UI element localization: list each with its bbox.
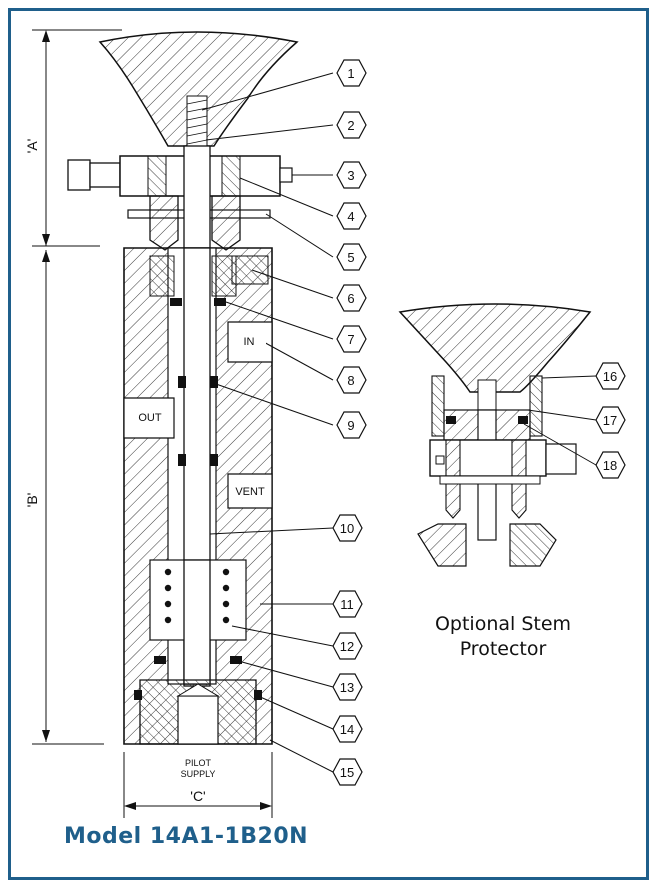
callout-7: 7: [347, 332, 354, 347]
callout-5: 5: [347, 250, 354, 265]
callout-9: 9: [347, 418, 354, 433]
optional-caption: Optional Stem Protector: [418, 612, 588, 662]
protector-sleeve-right: [529, 375, 543, 437]
dimension-c-label: 'C': [190, 788, 205, 804]
callout-1: 1: [347, 66, 354, 81]
port-label-out: OUT: [138, 412, 162, 424]
callout-hexagons: [332, 59, 626, 786]
callout-8: 8: [347, 373, 354, 388]
model-title: Model 14A1-1B20N: [64, 824, 309, 849]
optional-caption-line1: Optional Stem: [434, 613, 572, 635]
dimension-b-label: 'B': [24, 493, 40, 508]
callout-3: 3: [347, 168, 354, 183]
callout-16: 16: [603, 369, 617, 384]
dimension-lines: [32, 29, 273, 818]
plug-6: [231, 255, 269, 285]
callout-17: 17: [603, 413, 617, 428]
callout-2: 2: [347, 118, 354, 133]
dimension-a-label: 'A': [24, 139, 40, 154]
port-label-in: IN: [244, 336, 255, 348]
main-knob: [98, 31, 299, 147]
lock-handle: [67, 159, 91, 191]
callout-leaders: [201, 72, 597, 773]
callout-4: 4: [347, 209, 354, 224]
callout-14: 14: [340, 722, 354, 737]
port-label-supply: SUPPLY: [181, 769, 216, 779]
callout-18: 18: [603, 458, 617, 473]
callout-10: 10: [340, 521, 354, 536]
optional-caption-line2: Protector: [459, 638, 547, 660]
callout-12: 12: [340, 639, 354, 654]
spring-coils: [164, 568, 230, 624]
protector-nut: [417, 523, 467, 567]
port-label-pilot: PILOT: [185, 758, 212, 768]
protector-sleeve-left: [431, 375, 445, 437]
lock-body: [89, 162, 121, 188]
callout-15: 15: [340, 765, 354, 780]
callout-11: 11: [340, 597, 354, 612]
callout-6: 6: [347, 291, 354, 306]
port-label-vent: VENT: [235, 486, 265, 498]
protector-knob: [398, 303, 592, 393]
callout-13: 13: [340, 680, 354, 695]
